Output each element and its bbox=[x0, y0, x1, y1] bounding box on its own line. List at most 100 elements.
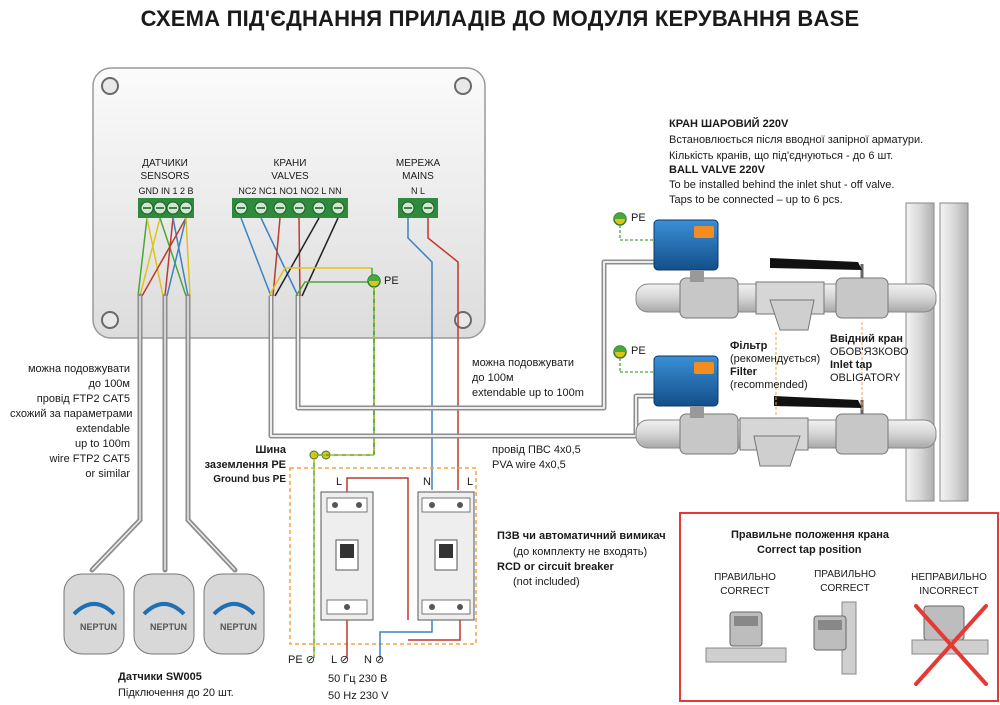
sensor-cable-note-ua4: схожий за параметрами bbox=[10, 408, 133, 420]
sensor-terminal-block bbox=[138, 198, 194, 218]
filter-note-ua: (рекомендується) bbox=[730, 353, 821, 365]
tap-pos-2-en: CORRECT bbox=[820, 583, 870, 594]
power-terminal-pe-label: PE bbox=[288, 654, 303, 666]
vertical-pipes bbox=[905, 202, 969, 502]
ground-bus bbox=[309, 450, 374, 658]
pe-ground-icon-valve-upper bbox=[613, 212, 654, 241]
breaker-top-n: N bbox=[423, 476, 431, 488]
terminal-symbol-icon: ⊘ bbox=[375, 654, 385, 666]
sensor-cable-note-ua3: провід FTP2 CAT5 bbox=[36, 393, 130, 405]
pe-ground-icon-valve-lower bbox=[613, 345, 654, 373]
sensor-wires bbox=[137, 217, 191, 297]
tap-pos-3-en: INCORRECT bbox=[919, 586, 979, 597]
tap-pos-1-ua: ПРАВИЛЬНО bbox=[714, 572, 776, 583]
ball-valve-lower bbox=[653, 355, 719, 418]
inlet-tap-handle-lower bbox=[774, 396, 864, 414]
power-terminal-l-label: L bbox=[331, 654, 337, 666]
ground-bus-ua1: Шина bbox=[255, 444, 286, 456]
sensors-label-ua: ДАТЧИКИ bbox=[142, 158, 188, 169]
sensors-label-en: SENSORS bbox=[140, 171, 190, 182]
breaker-top-l1: L bbox=[336, 476, 343, 488]
mains-terminal-block bbox=[398, 198, 438, 218]
ball-valve-upper bbox=[653, 219, 719, 282]
ball-valve-line1-en: To be installed behind the inlet shut - … bbox=[669, 179, 895, 191]
breaker-wires bbox=[346, 477, 461, 658]
breaker-label-ua: ПЗВ чи автоматичний вимикач bbox=[497, 530, 666, 542]
valve-cable-note-en: extendable up to 100m bbox=[472, 387, 584, 399]
breaker-label-en: RCD or circuit breaker bbox=[497, 561, 614, 573]
leader-lines bbox=[775, 322, 863, 418]
power-terminal-l: L ⊘ bbox=[331, 653, 349, 666]
ball-valve-title-ua: КРАН ШАРОВИЙ 220V bbox=[669, 118, 789, 130]
inlet-tap-label-ua: Ввідний кран bbox=[830, 333, 903, 345]
power-terminal-pe: PE ⊘ bbox=[288, 653, 315, 666]
page-title: СХЕМА ПІД'ЄДНАННЯ ПРИЛАДІВ ДО МОДУЛЯ КЕР… bbox=[140, 6, 860, 31]
pipe-lower bbox=[635, 413, 937, 467]
sensor-cable-note-ua1: можна подовжувати bbox=[27, 363, 130, 375]
circuit-breaker-2 bbox=[417, 491, 475, 621]
pe-ground-icon bbox=[367, 274, 381, 288]
pvs-wire-note: провід ПВС 4х0,5 PVA wire 4x0,5 bbox=[492, 443, 581, 473]
power-spec-ua: 50 Гц 230 В bbox=[328, 673, 388, 685]
valve-cable-note: можна подовжувати до 100м extendable up … bbox=[472, 356, 584, 401]
ground-bus-ua2: заземлення PE bbox=[204, 459, 286, 471]
sensor-cable-note-en3: wire FTP2 CAT5 bbox=[49, 453, 130, 465]
pipe-upper bbox=[635, 277, 937, 331]
valve-cable-note-ua1: можна подовжувати bbox=[472, 357, 575, 369]
correct-position-frame bbox=[679, 512, 999, 702]
filter-label-en: Filter bbox=[730, 366, 757, 378]
circuit-breaker-1 bbox=[320, 491, 374, 621]
water-sensor-1 bbox=[63, 573, 125, 655]
valve-terminal-block bbox=[232, 198, 348, 218]
sensors-terminal-labels: GND IN 1 2 B bbox=[138, 186, 194, 196]
mains-label-ua: МЕРЕЖА bbox=[395, 158, 441, 169]
inlet-tap-note-ua: ОБОВ'ЯЗКОВО bbox=[830, 346, 909, 358]
sensor-3-brand: NEPTUN bbox=[220, 622, 258, 632]
mains-terminal-labels: N L bbox=[410, 186, 425, 196]
valves-terminal-labels: NC2 NC1 NO1 NO2 L NN bbox=[238, 186, 342, 196]
ball-valve-line2-en: Taps to be connected – up to 6 pcs. bbox=[669, 194, 843, 206]
tap-pos-2-ua: ПРАВИЛЬНО bbox=[814, 569, 876, 580]
mains-label-en: MAINS bbox=[402, 171, 434, 182]
breaker-note-en: (not included) bbox=[513, 576, 580, 588]
pe-label-module: PE bbox=[384, 275, 399, 287]
valve-cable-note-ua2: до 100м bbox=[472, 372, 514, 384]
sensor-2-brand: NEPTUN bbox=[150, 622, 188, 632]
correct-position-title-ua: Правильне положення крана bbox=[731, 529, 889, 541]
mains-wires bbox=[407, 218, 459, 490]
power-terminal-n: N ⊘ bbox=[364, 653, 384, 666]
incorrect-cross-icon bbox=[914, 604, 988, 686]
breaker-top-l2: L bbox=[467, 476, 474, 488]
tap-position-2 bbox=[813, 601, 857, 675]
water-sensor-3 bbox=[203, 573, 265, 655]
ball-valve-title-en: BALL VALVE 220V bbox=[669, 164, 765, 176]
sensor-cables-inner bbox=[91, 296, 236, 571]
inlet-tap-handle-upper bbox=[770, 258, 864, 278]
terminal-symbol-icon: ⊘ bbox=[339, 654, 349, 666]
sensors-subtitle: Підключення до 20 шт. bbox=[118, 687, 234, 699]
inlet-tap-label-en: Inlet tap bbox=[830, 359, 873, 371]
tap-pos-3-ua: НЕПРАВИЛЬНО bbox=[911, 572, 987, 583]
tap-pos-1-en: CORRECT bbox=[720, 586, 770, 597]
pvs-wire-en: PVA wire 4x0,5 bbox=[492, 459, 566, 471]
sensor-cable-note-en2: up to 100m bbox=[74, 438, 130, 450]
breaker-note-ua: (до комплекту не входять) bbox=[513, 546, 648, 558]
water-sensor-2 bbox=[133, 573, 195, 655]
breaker-dashed-frame bbox=[289, 467, 477, 645]
sensor-cable-note-en4: or similar bbox=[85, 468, 130, 480]
power-terminal-n-label: N bbox=[364, 654, 372, 666]
valves-label-ua: КРАНИ bbox=[273, 158, 307, 169]
tap-position-1 bbox=[705, 611, 787, 663]
ground-bus-en: Ground bus PE bbox=[213, 474, 286, 485]
terminal-symbol-icon: ⊘ bbox=[305, 654, 315, 666]
inlet-tap-note-en: OBLIGATORY bbox=[830, 372, 901, 384]
sensors-title: Датчики SW005 bbox=[118, 671, 202, 683]
sensor-1-brand: NEPTUN bbox=[80, 622, 118, 632]
sensor-cable-note-ua2: до 100м bbox=[88, 378, 130, 390]
ball-valve-line2-ua: Кількість кранів, що під'єднуються - до … bbox=[669, 150, 894, 162]
filter-note-en: (recommended) bbox=[730, 379, 808, 391]
sensor-cable-note-en1: extendable bbox=[76, 423, 130, 435]
valve-wires bbox=[240, 217, 373, 297]
valves-label-en: VALVES bbox=[271, 171, 309, 182]
